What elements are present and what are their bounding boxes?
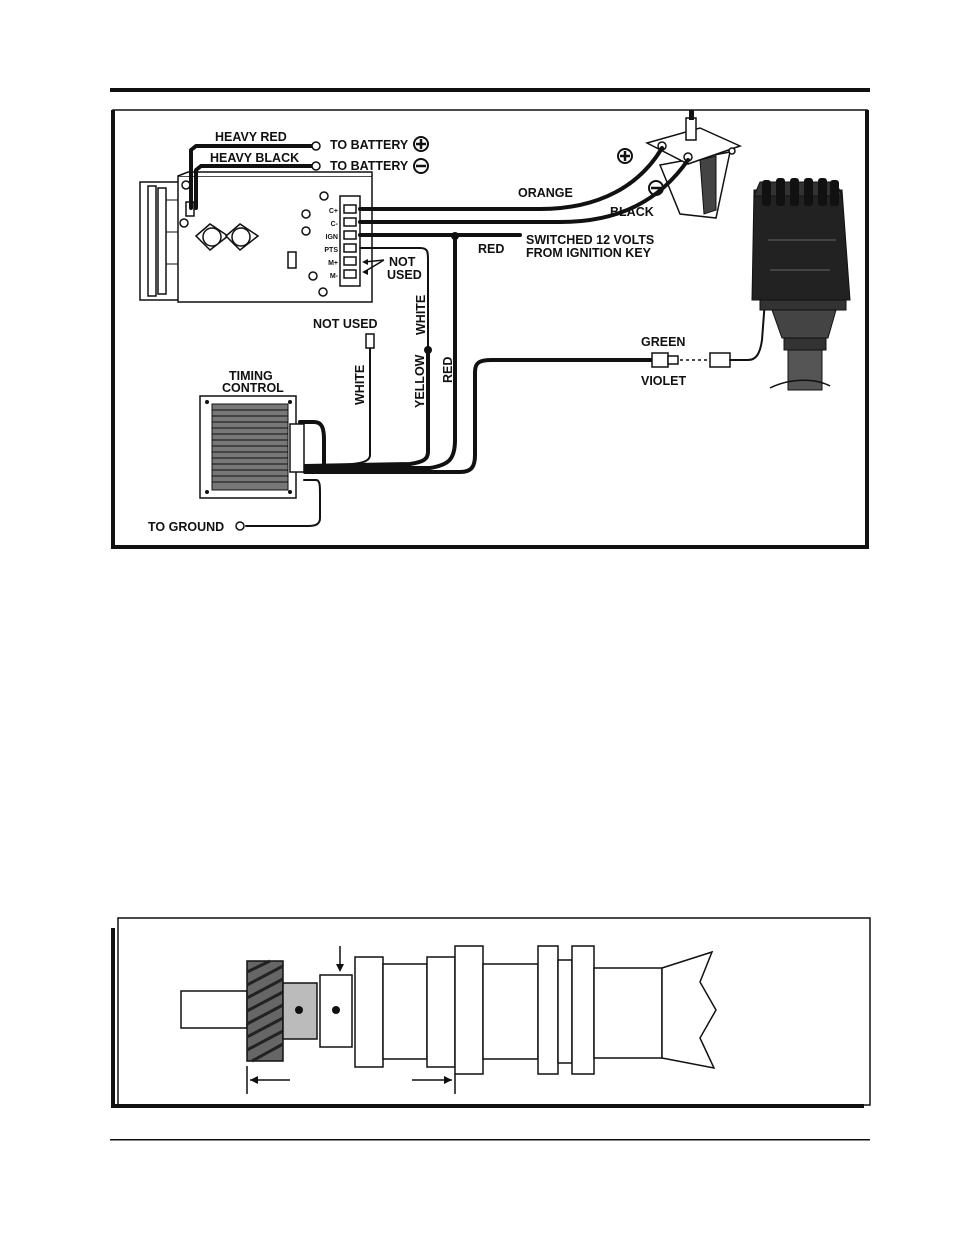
terminal-label-c-minus: C- [331,221,339,228]
broken-end [662,952,716,1068]
terminal-label-c-plus: C+ [329,208,338,215]
plus-icon [414,137,428,151]
distributor [752,178,850,390]
not-used-connector [366,334,374,348]
shaft-tip [181,991,247,1028]
terminal-label-m-plus: M+ [328,260,338,267]
minus-icon [414,159,428,173]
not-used-wire-label: NOT USED [313,317,378,331]
ignition-coil [647,110,740,218]
wiring-diagram-figure: C+ C- IGN PTS M+ M- [113,110,867,549]
switched-12v-line2: FROM IGNITION KEY [526,246,652,260]
bottom-rule [110,1139,870,1141]
distributor-shaft-figure [113,918,870,1108]
terminal-label-ign: IGN [326,234,338,241]
green-label: GREEN [641,335,685,349]
distributor-connector-left [652,353,668,367]
battery-negative-terminal [312,162,320,170]
drive-gear [247,961,283,1061]
coil-plus-icon [618,149,632,163]
white-top-label: WHITE [414,295,428,335]
yellow-splice-dot [424,346,432,354]
switched-12v-line1: SWITCHED 12 VOLTS [526,233,654,247]
orange-label: ORANGE [518,186,573,200]
ignition-box: C+ C- IGN PTS M+ M- [140,172,372,302]
yellow-label: YELLOW [413,354,427,408]
to-battery-positive-label: TO BATTERY [330,138,409,152]
white-label: WHITE [353,365,367,405]
not-used-terminals-label-2: USED [387,268,422,282]
battery-positive-terminal [312,142,320,150]
black-label: BLACK [610,205,654,219]
to-ground-label: TO GROUND [148,520,224,534]
timing-control [200,396,324,498]
terminal-label-pts: PTS [324,247,338,254]
to-battery-negative-label: TO BATTERY [330,159,409,173]
heavy-black-label: HEAVY BLACK [210,151,299,165]
orange-wire [360,148,662,209]
violet-label: VIOLET [641,374,687,388]
ground-terminal [236,522,244,530]
heavy-red-label: HEAVY RED [215,130,287,144]
timing-control-label-2: CONTROL [222,381,284,395]
red-switched-label: RED [478,242,504,256]
top-rule [110,88,870,92]
red-vertical-label: RED [441,357,455,383]
distributor-connector-right [710,353,730,367]
terminal-label-m-minus: M- [330,273,339,280]
not-used-terminals-label-1: NOT [389,255,416,269]
